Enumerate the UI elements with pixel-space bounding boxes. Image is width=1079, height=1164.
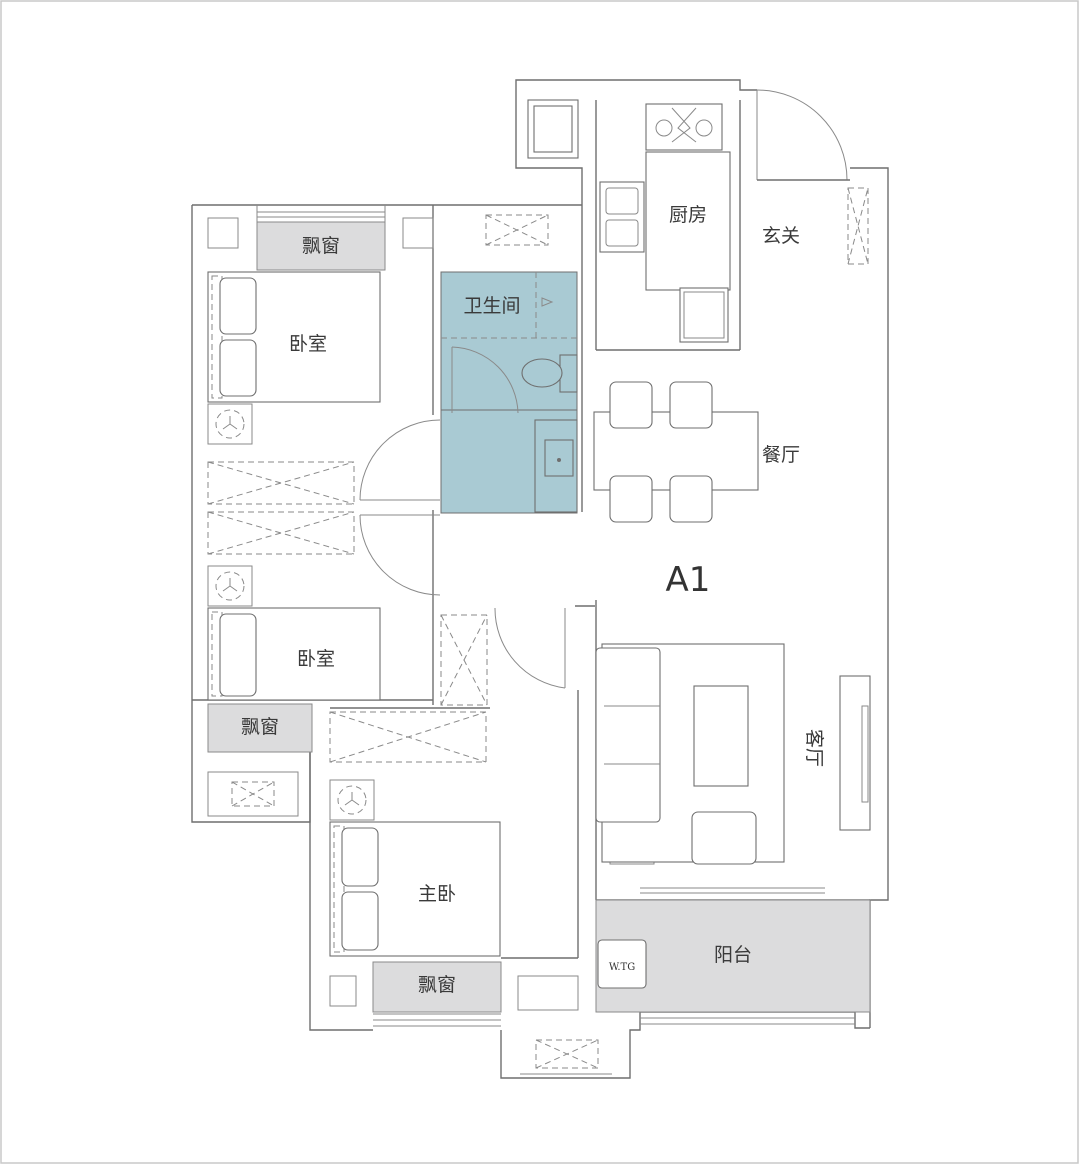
dining-set (593, 381, 759, 523)
washing-machine: W.TG (597, 939, 647, 989)
bay-window-label-1: 飘窗 (302, 235, 340, 257)
kitchen-label: 厨房 (669, 204, 707, 226)
bathroom-area (440, 271, 578, 514)
inner-walls (192, 100, 870, 959)
kitchen-fixtures (599, 103, 731, 343)
bay-window-label-2: 飘窗 (241, 716, 279, 738)
entrance-label: 玄关 (762, 225, 800, 247)
bedroom-label-1: 卧室 (289, 333, 327, 355)
balcony-label: 阳台 (714, 944, 752, 966)
outer-walls (191, 79, 889, 1079)
beds (207, 271, 501, 957)
master-bedroom-label: 主卧 (418, 883, 456, 905)
unit-label: A1 (666, 560, 711, 600)
living-set (595, 643, 871, 865)
dining-label: 餐厅 (762, 444, 800, 466)
wardrobes (207, 187, 869, 1069)
bedroom-label-2: 卧室 (297, 648, 335, 670)
living-label: 客厅 (803, 729, 825, 767)
bathroom-label: 卫生间 (463, 295, 520, 317)
washer-label: W.TG (609, 962, 635, 973)
room-labels: 飘窗 卧室 卫生间 厨房 玄关 餐厅 A1 卧室 飘窗 主卧 飘窗 阳台 客厅 (241, 204, 825, 996)
bay-window-label-3: 飘窗 (418, 974, 456, 996)
columns (207, 99, 579, 1011)
